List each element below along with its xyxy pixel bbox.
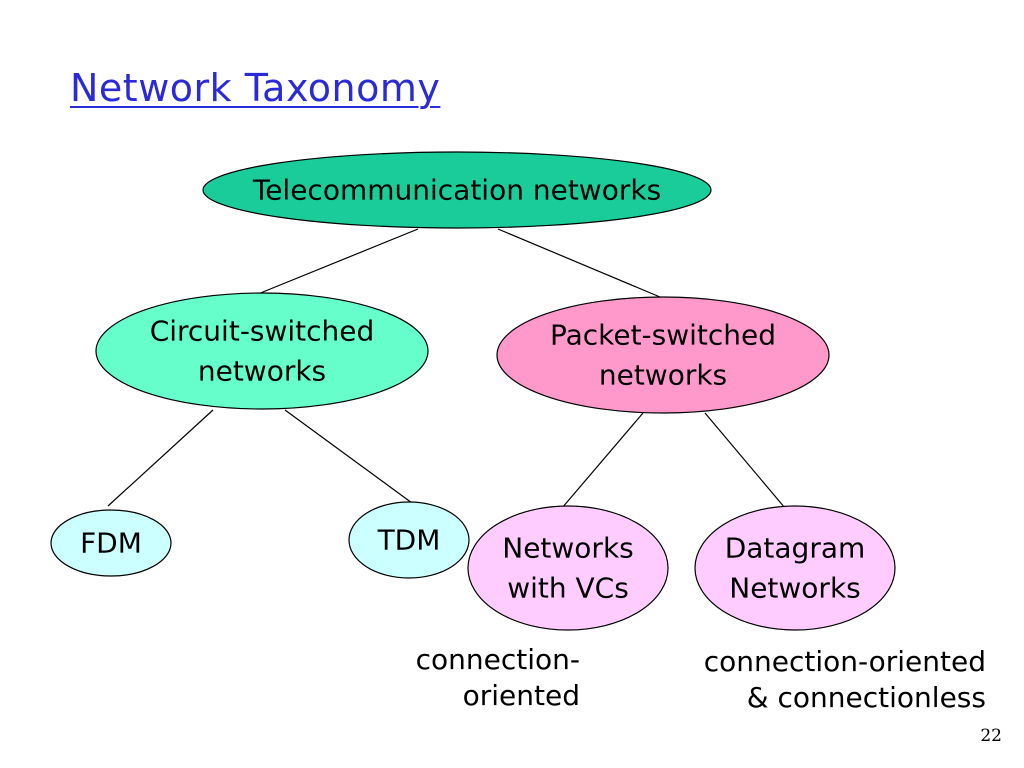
node-shape-root	[202, 151, 712, 229]
node-tdm: TDM	[348, 501, 470, 579]
edge-circuit-fdm	[107, 409, 214, 507]
node-shape-fdm	[50, 509, 172, 577]
edge-root-packet	[497, 228, 661, 298]
slide-title: Network Taxonomy	[70, 66, 441, 110]
edge-circuit-tdm	[284, 409, 413, 504]
node-label-vc: Networks	[502, 532, 634, 565]
note-line: & connectionless	[746, 681, 986, 714]
note-line: connection-	[415, 643, 580, 676]
node-label-tdm: TDM	[377, 524, 441, 557]
node-label-packet: networks	[599, 359, 727, 392]
node-circuit: Circuit-switched networks	[95, 292, 429, 410]
node-label-datagram: Datagram	[725, 532, 866, 565]
note-datagram: connection-oriented & connectionless	[704, 644, 986, 716]
page-number: 22	[980, 726, 1002, 746]
node-label-packet: Packet-switched	[550, 319, 776, 352]
node-label-circuit: Circuit-switched	[150, 315, 375, 348]
edge-packet-vc	[561, 412, 644, 509]
node-label-datagram: Networks	[729, 572, 861, 605]
node-shape-circuit	[95, 292, 429, 410]
edge-root-circuit	[257, 228, 419, 295]
node-label-circuit: networks	[198, 355, 326, 388]
note-virtual-circuit: connection- oriented	[416, 642, 580, 714]
node-shape-datagram	[694, 505, 896, 631]
node-root: Telecommunication networks	[202, 151, 712, 229]
edges-layer	[107, 228, 786, 509]
node-label-fdm: FDM	[80, 527, 142, 560]
node-label-root: Telecommunication networks	[252, 174, 661, 207]
edge-packet-datagram	[704, 412, 786, 509]
node-vc: Networks with VCs	[467, 505, 669, 631]
node-shape-packet	[496, 296, 830, 414]
node-label-vc: with VCs	[507, 572, 629, 605]
node-fdm: FDM	[50, 509, 172, 577]
node-shape-tdm	[348, 501, 470, 579]
node-packet: Packet-switched networks	[496, 296, 830, 414]
note-line: oriented	[462, 679, 580, 712]
node-shape-vc	[467, 505, 669, 631]
nodes-layer: Telecommunication networksCircuit-switch…	[50, 151, 896, 631]
note-line: connection-oriented	[703, 645, 986, 678]
